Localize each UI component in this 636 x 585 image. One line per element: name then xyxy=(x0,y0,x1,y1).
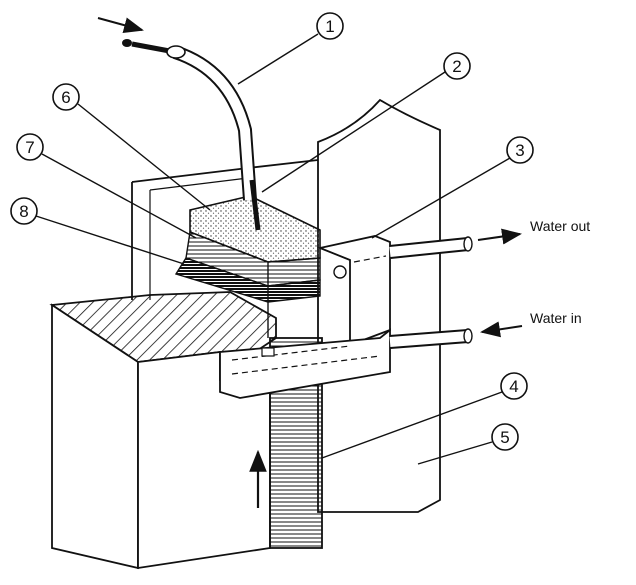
callout-3: 3 xyxy=(506,136,534,164)
callout-6: 6 xyxy=(52,83,80,111)
svg-text:5: 5 xyxy=(500,428,509,447)
water-in-arrow xyxy=(480,321,523,338)
callout-8: 8 xyxy=(10,197,38,225)
water-out-label: Water out xyxy=(530,218,590,234)
svg-text:7: 7 xyxy=(25,138,34,157)
water-pipes xyxy=(389,236,473,349)
water-out-arrow xyxy=(477,228,522,245)
svg-text:2: 2 xyxy=(452,57,461,76)
svg-text:3: 3 xyxy=(515,141,524,160)
callout-1: 1 xyxy=(316,12,344,40)
front-block xyxy=(49,291,277,570)
leader-lines xyxy=(35,33,511,465)
callout-7: 7 xyxy=(16,133,44,161)
callout-2: 2 xyxy=(443,52,471,80)
svg-text:4: 4 xyxy=(509,377,518,396)
svg-text:6: 6 xyxy=(61,88,70,107)
crucible-layers xyxy=(174,195,321,338)
water-in-label: Water in xyxy=(530,310,582,326)
feed-arrow xyxy=(97,17,144,33)
svg-text:1: 1 xyxy=(325,17,334,36)
feed-tube xyxy=(97,17,257,201)
probe xyxy=(249,179,261,231)
callout-4: 4 xyxy=(500,372,528,400)
callout-5: 5 xyxy=(491,423,519,451)
svg-text:8: 8 xyxy=(19,202,28,221)
